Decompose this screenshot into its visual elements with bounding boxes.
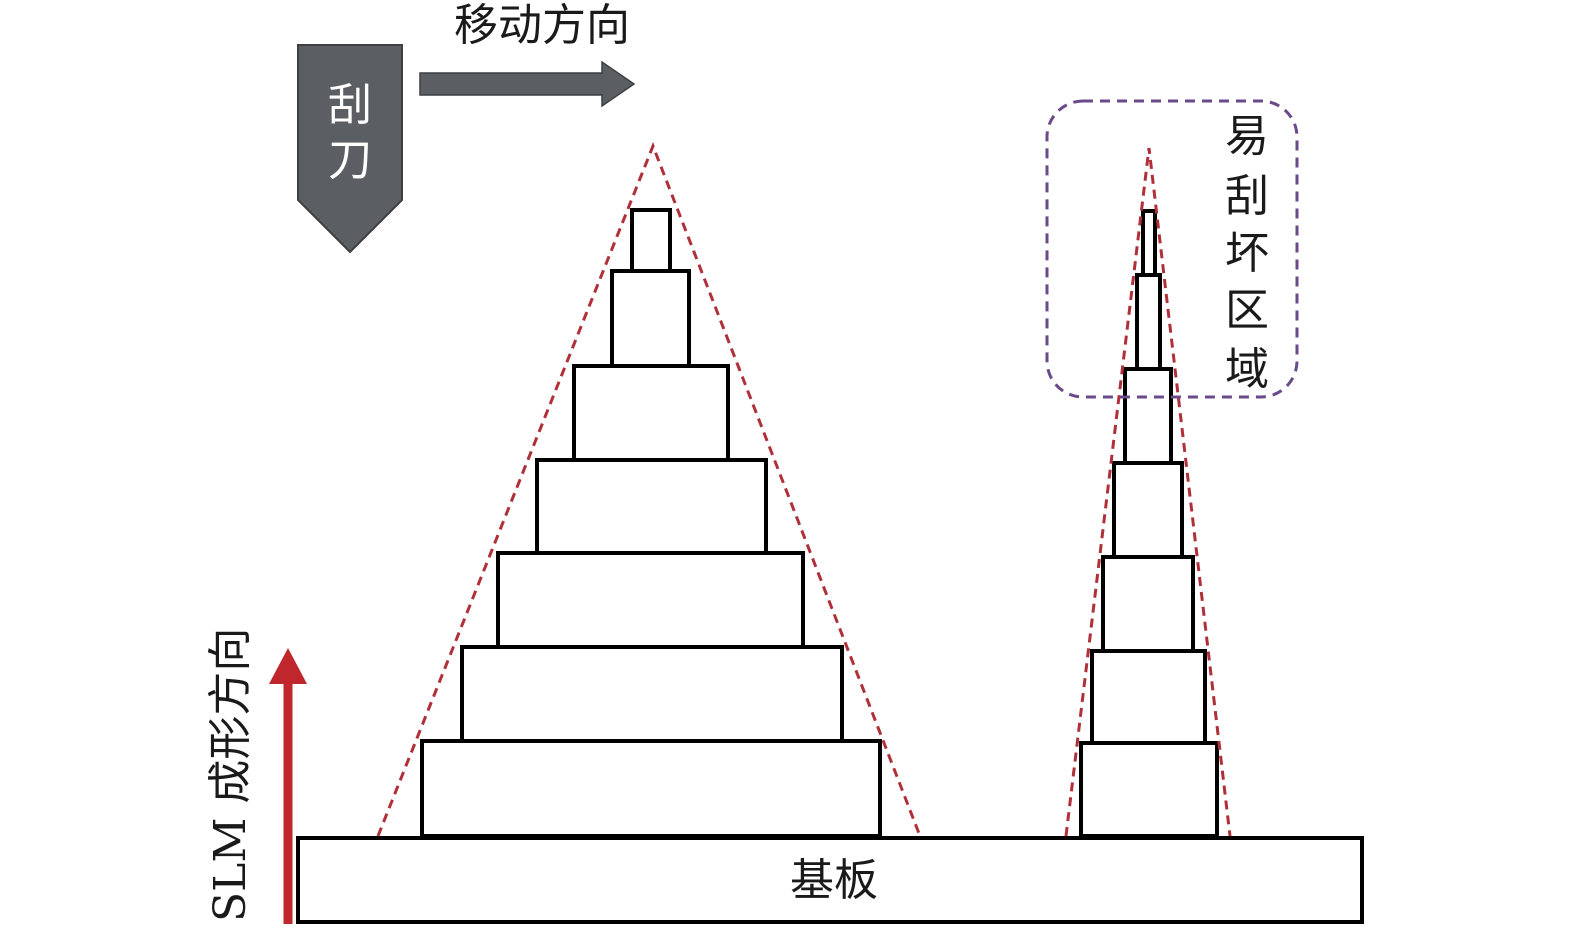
slender-spire-step bbox=[1141, 209, 1157, 277]
build-direction: SLM 成形方向 bbox=[205, 628, 307, 924]
wide-pyramid-step bbox=[610, 269, 691, 368]
wide-pyramid-step bbox=[535, 458, 768, 555]
wide-pyramid-step bbox=[460, 645, 844, 743]
risk-zone-label-5: 域 bbox=[1225, 344, 1269, 395]
slender-spire-step bbox=[1123, 367, 1173, 465]
slender-spire bbox=[1064, 147, 1232, 838]
motion-arrow-icon bbox=[419, 60, 636, 108]
risk-zone-label-3: 坏 bbox=[1225, 228, 1269, 279]
substrate: 基板 bbox=[296, 836, 1364, 924]
slender-spire-step bbox=[1135, 273, 1162, 371]
slender-spire-step bbox=[1101, 555, 1195, 653]
slender-spire-step bbox=[1112, 461, 1184, 559]
blade-label-2: 刀 bbox=[328, 135, 372, 186]
wide-pyramid-envelope bbox=[376, 141, 922, 837]
build-direction-label: SLM 成形方向 bbox=[205, 628, 256, 922]
risk-zone-label-1: 易 bbox=[1225, 111, 1269, 162]
wide-pyramid-step bbox=[630, 208, 672, 273]
build-arrow-head-icon bbox=[269, 648, 307, 684]
wide-pyramid-step bbox=[572, 364, 730, 462]
substrate-label: 基板 bbox=[790, 855, 878, 906]
slender-spire-step bbox=[1090, 649, 1207, 745]
motion-direction-label: 移动方向 bbox=[454, 0, 630, 51]
wide-pyramid-step bbox=[420, 739, 882, 838]
risk-zone: 易 刮 坏 区 域 bbox=[1045, 99, 1299, 399]
slender-spire-envelope bbox=[1064, 147, 1232, 837]
blade-shape bbox=[297, 44, 403, 254]
substrate-plate bbox=[296, 836, 1364, 924]
wide-pyramid bbox=[376, 141, 922, 838]
blade-label-1: 刮 bbox=[328, 80, 372, 131]
motion-direction: 移动方向 bbox=[419, 0, 636, 108]
wide-pyramid-step bbox=[496, 551, 805, 649]
risk-zone-label-4: 区 bbox=[1225, 285, 1269, 336]
risk-zone-label-2: 刮 bbox=[1225, 171, 1269, 222]
blade: 刮 刀 bbox=[297, 44, 403, 254]
risk-zone-outline bbox=[1045, 99, 1299, 399]
slender-spire-step bbox=[1079, 741, 1219, 838]
